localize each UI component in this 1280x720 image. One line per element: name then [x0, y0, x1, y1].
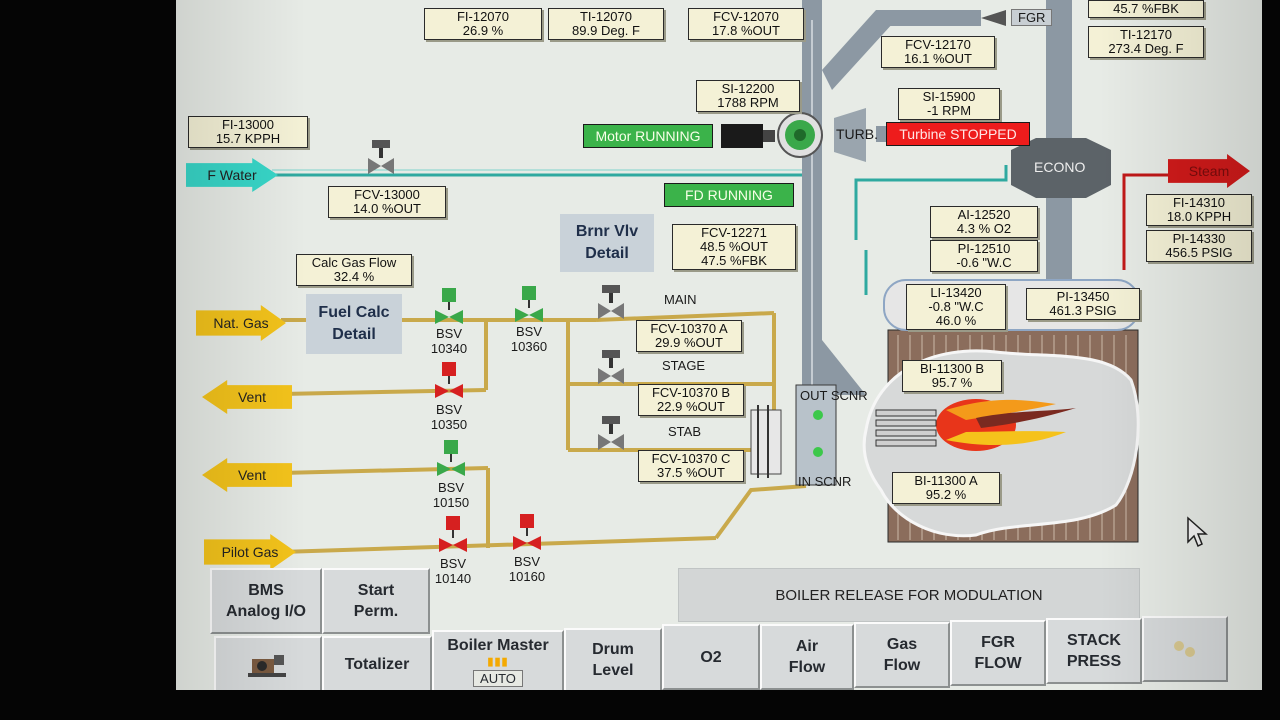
motor-status: Motor RUNNING [583, 124, 713, 148]
bsv-10150-valve-icon[interactable] [436, 440, 466, 476]
turbine-label: TURB. [836, 126, 878, 142]
pump-overview-button[interactable] [214, 636, 322, 690]
stab-burner-valve-icon[interactable] [596, 414, 626, 450]
economizer [1011, 138, 1111, 198]
tag-pi-12510[interactable]: PI-12510-0.6 "W.C [930, 240, 1038, 272]
bsv-10140-valve-icon[interactable] [438, 516, 468, 552]
fd-status: FD RUNNING [664, 183, 794, 207]
fd-motor [721, 124, 763, 148]
stage-burner-valve-icon[interactable] [596, 348, 626, 384]
boiler-master-output-indicator: ▮▮▮ [487, 656, 509, 668]
extra-nav-button[interactable] [1142, 616, 1228, 682]
burner-scanner-housing [795, 384, 837, 486]
mouse-cursor-icon [1187, 516, 1208, 548]
bsv-10160-valve-icon[interactable] [512, 514, 542, 550]
boiler-release-banner: BOILER RELEASE FOR MODULATION [678, 568, 1140, 622]
tag-si-15900[interactable]: SI-15900-1 RPM [898, 88, 1000, 120]
bsv-10360-valve-icon[interactable] [514, 286, 544, 322]
out-scanner-label: OUT SCNR [800, 388, 868, 403]
main-burner-valve-icon[interactable] [596, 283, 626, 319]
boiler-master-button[interactable]: Boiler Master ▮▮▮ AUTO [432, 630, 564, 690]
boiler-master-mode: AUTO [473, 670, 523, 687]
o2-button[interactable]: O2 [662, 624, 760, 690]
stage-label: STAGE [662, 358, 706, 373]
fgr-duct [822, 10, 894, 90]
stab-label: STAB [668, 424, 701, 439]
pump-icon [248, 655, 286, 677]
burner-flame [936, 399, 1076, 451]
indicator-dots-icon [1174, 641, 1195, 657]
bsv-10340-valve-icon[interactable] [434, 288, 464, 324]
tag-fbk-top[interactable]: 45.7 %FBK [1088, 0, 1204, 18]
turbine [834, 108, 866, 162]
fgr-label: FGR [1011, 9, 1053, 26]
econo-label: ECONO [1034, 159, 1086, 175]
turbine-status: Turbine STOPPED [886, 122, 1030, 146]
bsv-10350-valve-icon[interactable] [434, 362, 464, 398]
totalizer-button[interactable]: Totalizer [322, 636, 432, 690]
in-scanner-label: IN SCNR [798, 474, 852, 489]
main-label: MAIN [664, 292, 697, 307]
fcv-13000-valve-icon[interactable] [366, 138, 396, 174]
